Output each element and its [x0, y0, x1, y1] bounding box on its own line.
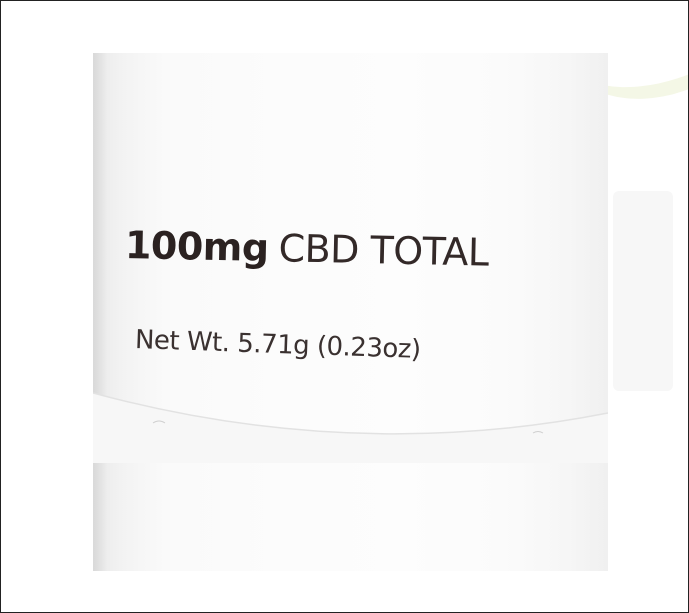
seam-shape — [93, 392, 608, 463]
tube-cap-seam — [93, 353, 608, 463]
descriptor-text: CBD TOTAL — [278, 226, 490, 275]
strength-text: 100mg — [124, 223, 270, 271]
background-logo-letter — [613, 191, 673, 391]
